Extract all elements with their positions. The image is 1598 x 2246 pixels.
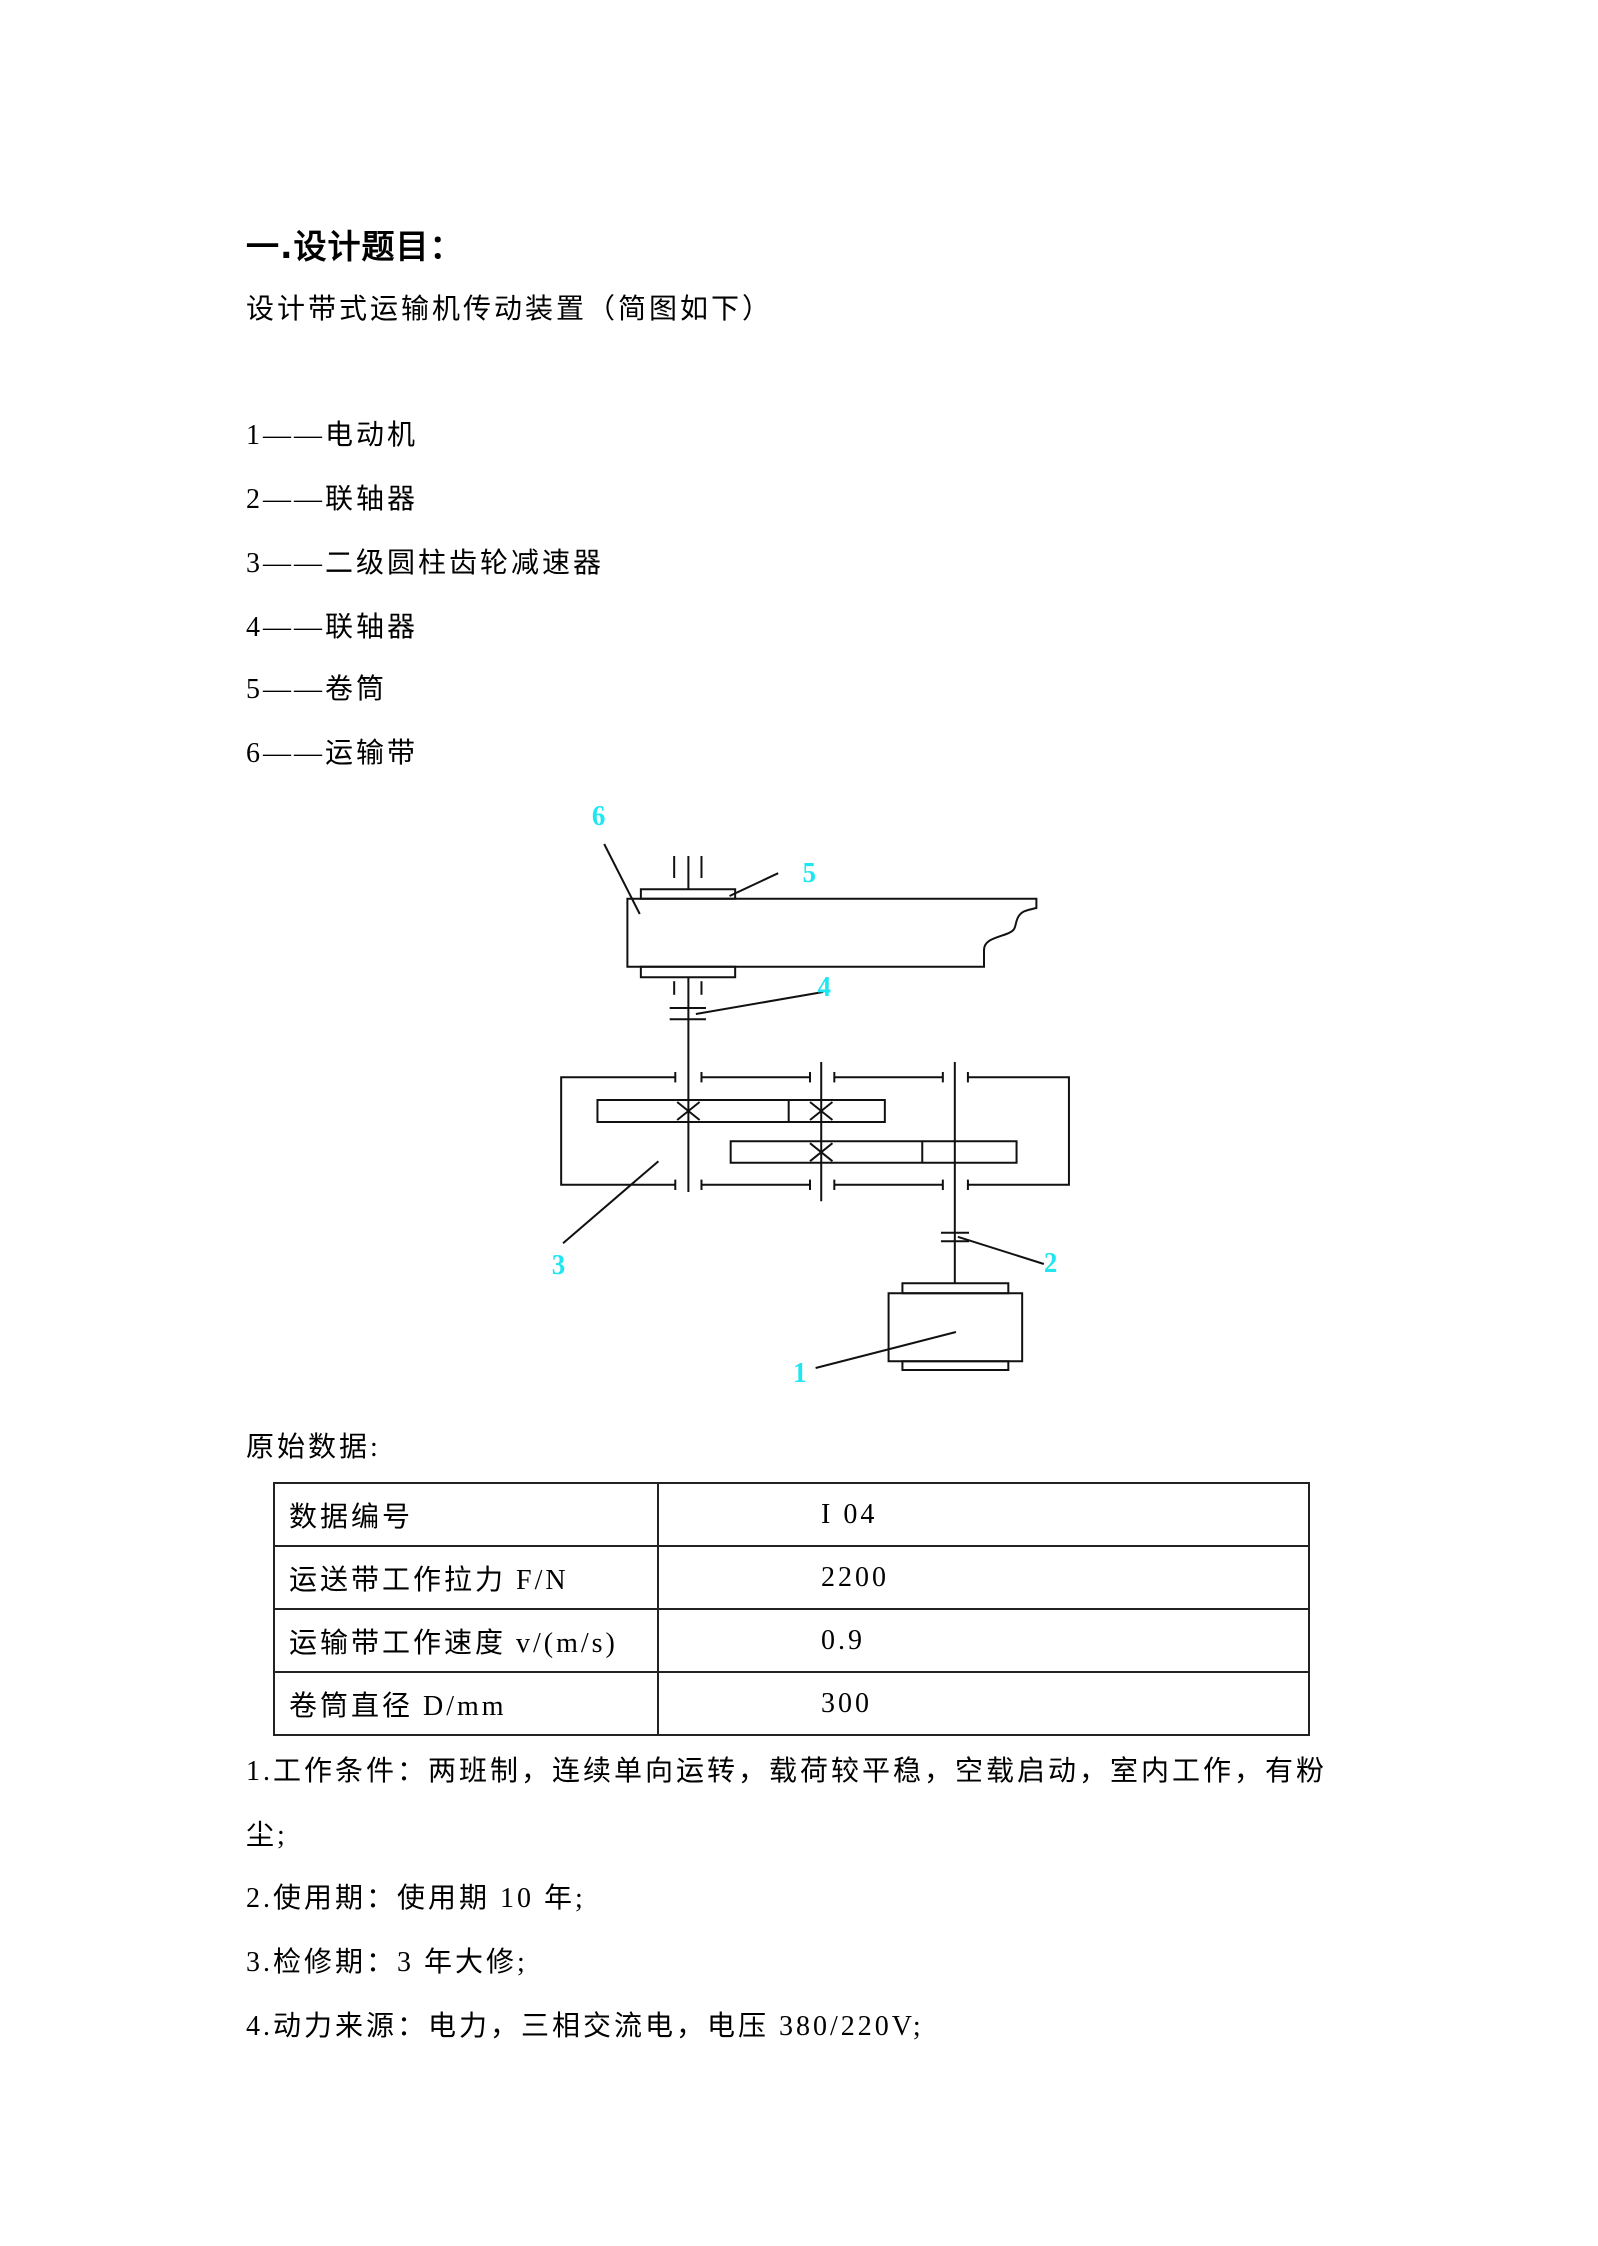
drum-bottom [641, 967, 735, 977]
param-name: 卷筒直径 D/mm [273, 1671, 659, 1736]
conveyor-belt [627, 899, 1036, 967]
drum-top [641, 889, 735, 899]
label-1: 1 [793, 1357, 806, 1389]
condition-line: 2.使用期：使用期 10 年; [246, 1883, 586, 1914]
table-row: 数据编号 I 04 [273, 1482, 1310, 1547]
gearbox-housing [561, 1077, 675, 1185]
param-value: I 04 [657, 1482, 1310, 1547]
motor [889, 1293, 1023, 1361]
condition-line: 尘; [246, 1820, 288, 1851]
legend-item: 5——卷筒 [246, 674, 388, 705]
param-value: 0.9 [657, 1608, 1310, 1673]
param-value: 2200 [657, 1545, 1310, 1610]
legend-item: 1——电动机 [246, 420, 419, 451]
parameters-table: 数据编号 I 04 运送带工作拉力 F/N 2200 运输带工作速度 v/(m/… [273, 1482, 1310, 1736]
gear-stage-1 [597, 1100, 884, 1122]
table-row: 运输带工作速度 v/(m/s) 0.9 [273, 1608, 1310, 1673]
table-row: 卷筒直径 D/mm 300 [273, 1671, 1310, 1736]
label-5: 5 [803, 857, 816, 889]
section-title: 一.设计题目： [246, 227, 464, 266]
data-heading: 原始数据: [246, 1432, 381, 1463]
legend-item: 2——联轴器 [246, 484, 419, 515]
param-name: 运输带工作速度 v/(m/s) [273, 1608, 659, 1673]
param-name: 数据编号 [273, 1482, 659, 1547]
label-6: 6 [592, 800, 606, 832]
label-3: 3 [552, 1249, 565, 1281]
legend-item: 4——联轴器 [246, 612, 419, 643]
table-row: 运送带工作拉力 F/N 2200 [273, 1545, 1310, 1610]
transmission-diagram: 1 2 3 4 5 6 [552, 800, 1100, 1389]
param-name: 运送带工作拉力 F/N [273, 1545, 659, 1610]
legend-item: 6——运输带 [246, 738, 419, 769]
condition-line: 4.动力来源：电力，三相交流电，电压 380/220V; [246, 2011, 924, 2042]
legend-item: 3——二级圆柱齿轮减速器 [246, 548, 605, 579]
label-2: 2 [1044, 1247, 1057, 1279]
condition-line: 1.工作条件：两班制，连续单向运转，载荷较平稳，空载启动，室内工作，有粉 [246, 1756, 1328, 1787]
condition-line: 3.检修期：3 年大修; [246, 1947, 528, 1978]
gear-stage-2 [731, 1141, 1017, 1163]
subtitle: 设计带式运输机传动装置（简图如下） [246, 294, 774, 325]
label-4: 4 [817, 971, 831, 1003]
param-value: 300 [657, 1671, 1310, 1736]
